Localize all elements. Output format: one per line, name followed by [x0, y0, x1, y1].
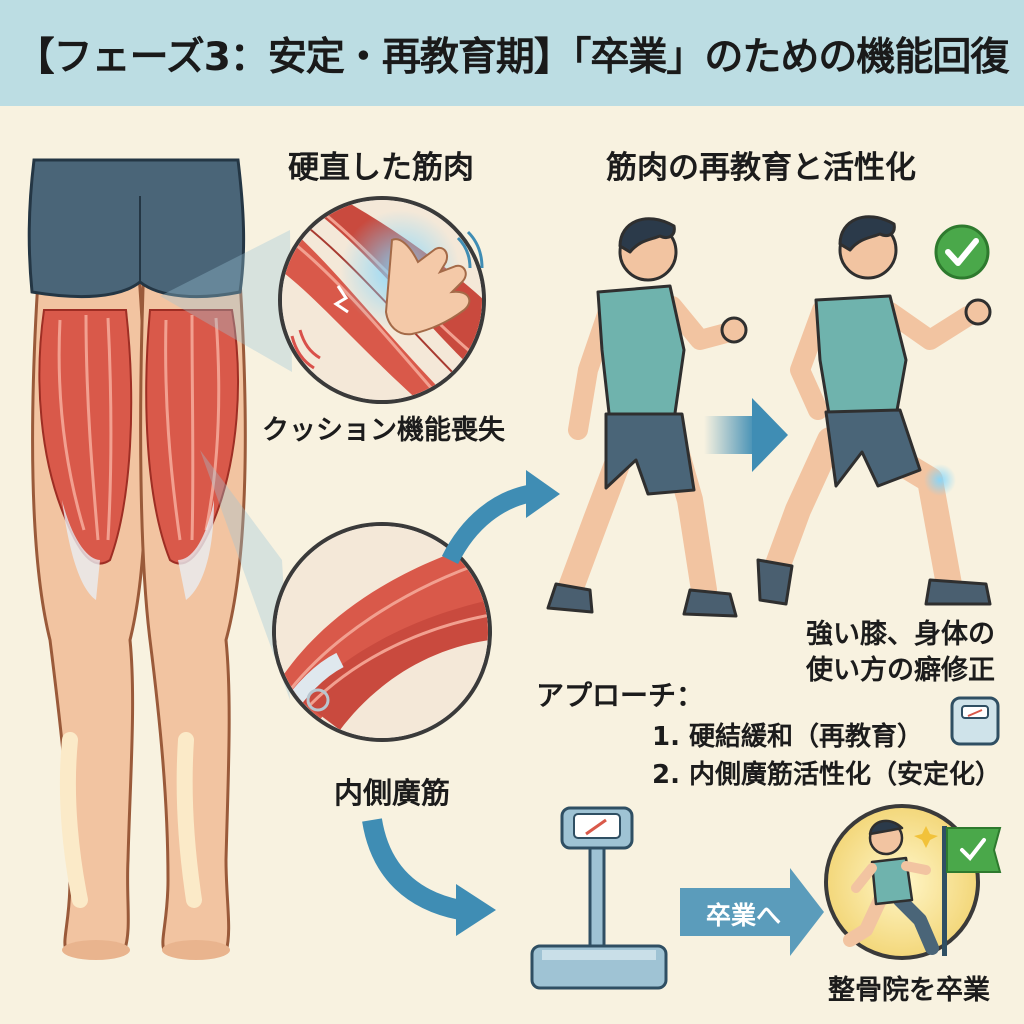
- runner-before: [546, 217, 748, 618]
- approach-title: アプローチ：: [536, 679, 705, 712]
- arrow-right-icon: [441, 485, 531, 565]
- vmo-label: 内側廣筋: [334, 776, 451, 810]
- shorts: [27, 158, 246, 299]
- stiff-muscle-zoom: [278, 196, 486, 404]
- result-line-1: 強い膝、身体の: [806, 619, 995, 650]
- graduation-arrow: [680, 868, 824, 956]
- approach-item-2: 2. 内側廣筋活性化（安定化）: [652, 760, 1002, 790]
- retraining-title: 筋肉の再教育と活性化: [606, 150, 916, 186]
- stiff-muscle-title: 硬直した筋肉: [288, 150, 474, 186]
- scale-icon: [950, 696, 1000, 746]
- check-icon: [934, 224, 990, 280]
- standing-scale-icon: [530, 806, 668, 990]
- cushion-loss-label: クッション機能喪失: [262, 415, 505, 446]
- graduation-arrow-label: 卒業へ: [706, 901, 782, 930]
- approach-item-1: 1. 硬結緩和（再教育）: [652, 722, 924, 752]
- flag-icon: [942, 826, 1002, 956]
- zoom-beam-top: [160, 230, 292, 372]
- result-line-2: 使い方の癖修正: [806, 655, 995, 686]
- hand-icon: [384, 238, 471, 336]
- graduation-badge: [824, 804, 1002, 960]
- runner-after: [756, 215, 992, 606]
- clinic-graduation-label: 整骨院を卒業: [828, 975, 990, 1006]
- arrow-down-right: [362, 818, 463, 920]
- page-title: 【フェーズ3：安定・再教育期】「卒業」のための機能回復: [15, 35, 1010, 80]
- progress-arrow: [704, 416, 756, 454]
- running-man-icon: [843, 819, 939, 955]
- legs-illustration: [27, 158, 247, 960]
- zoom-beam-bottom: [200, 450, 290, 700]
- title-bar: [0, 0, 1024, 106]
